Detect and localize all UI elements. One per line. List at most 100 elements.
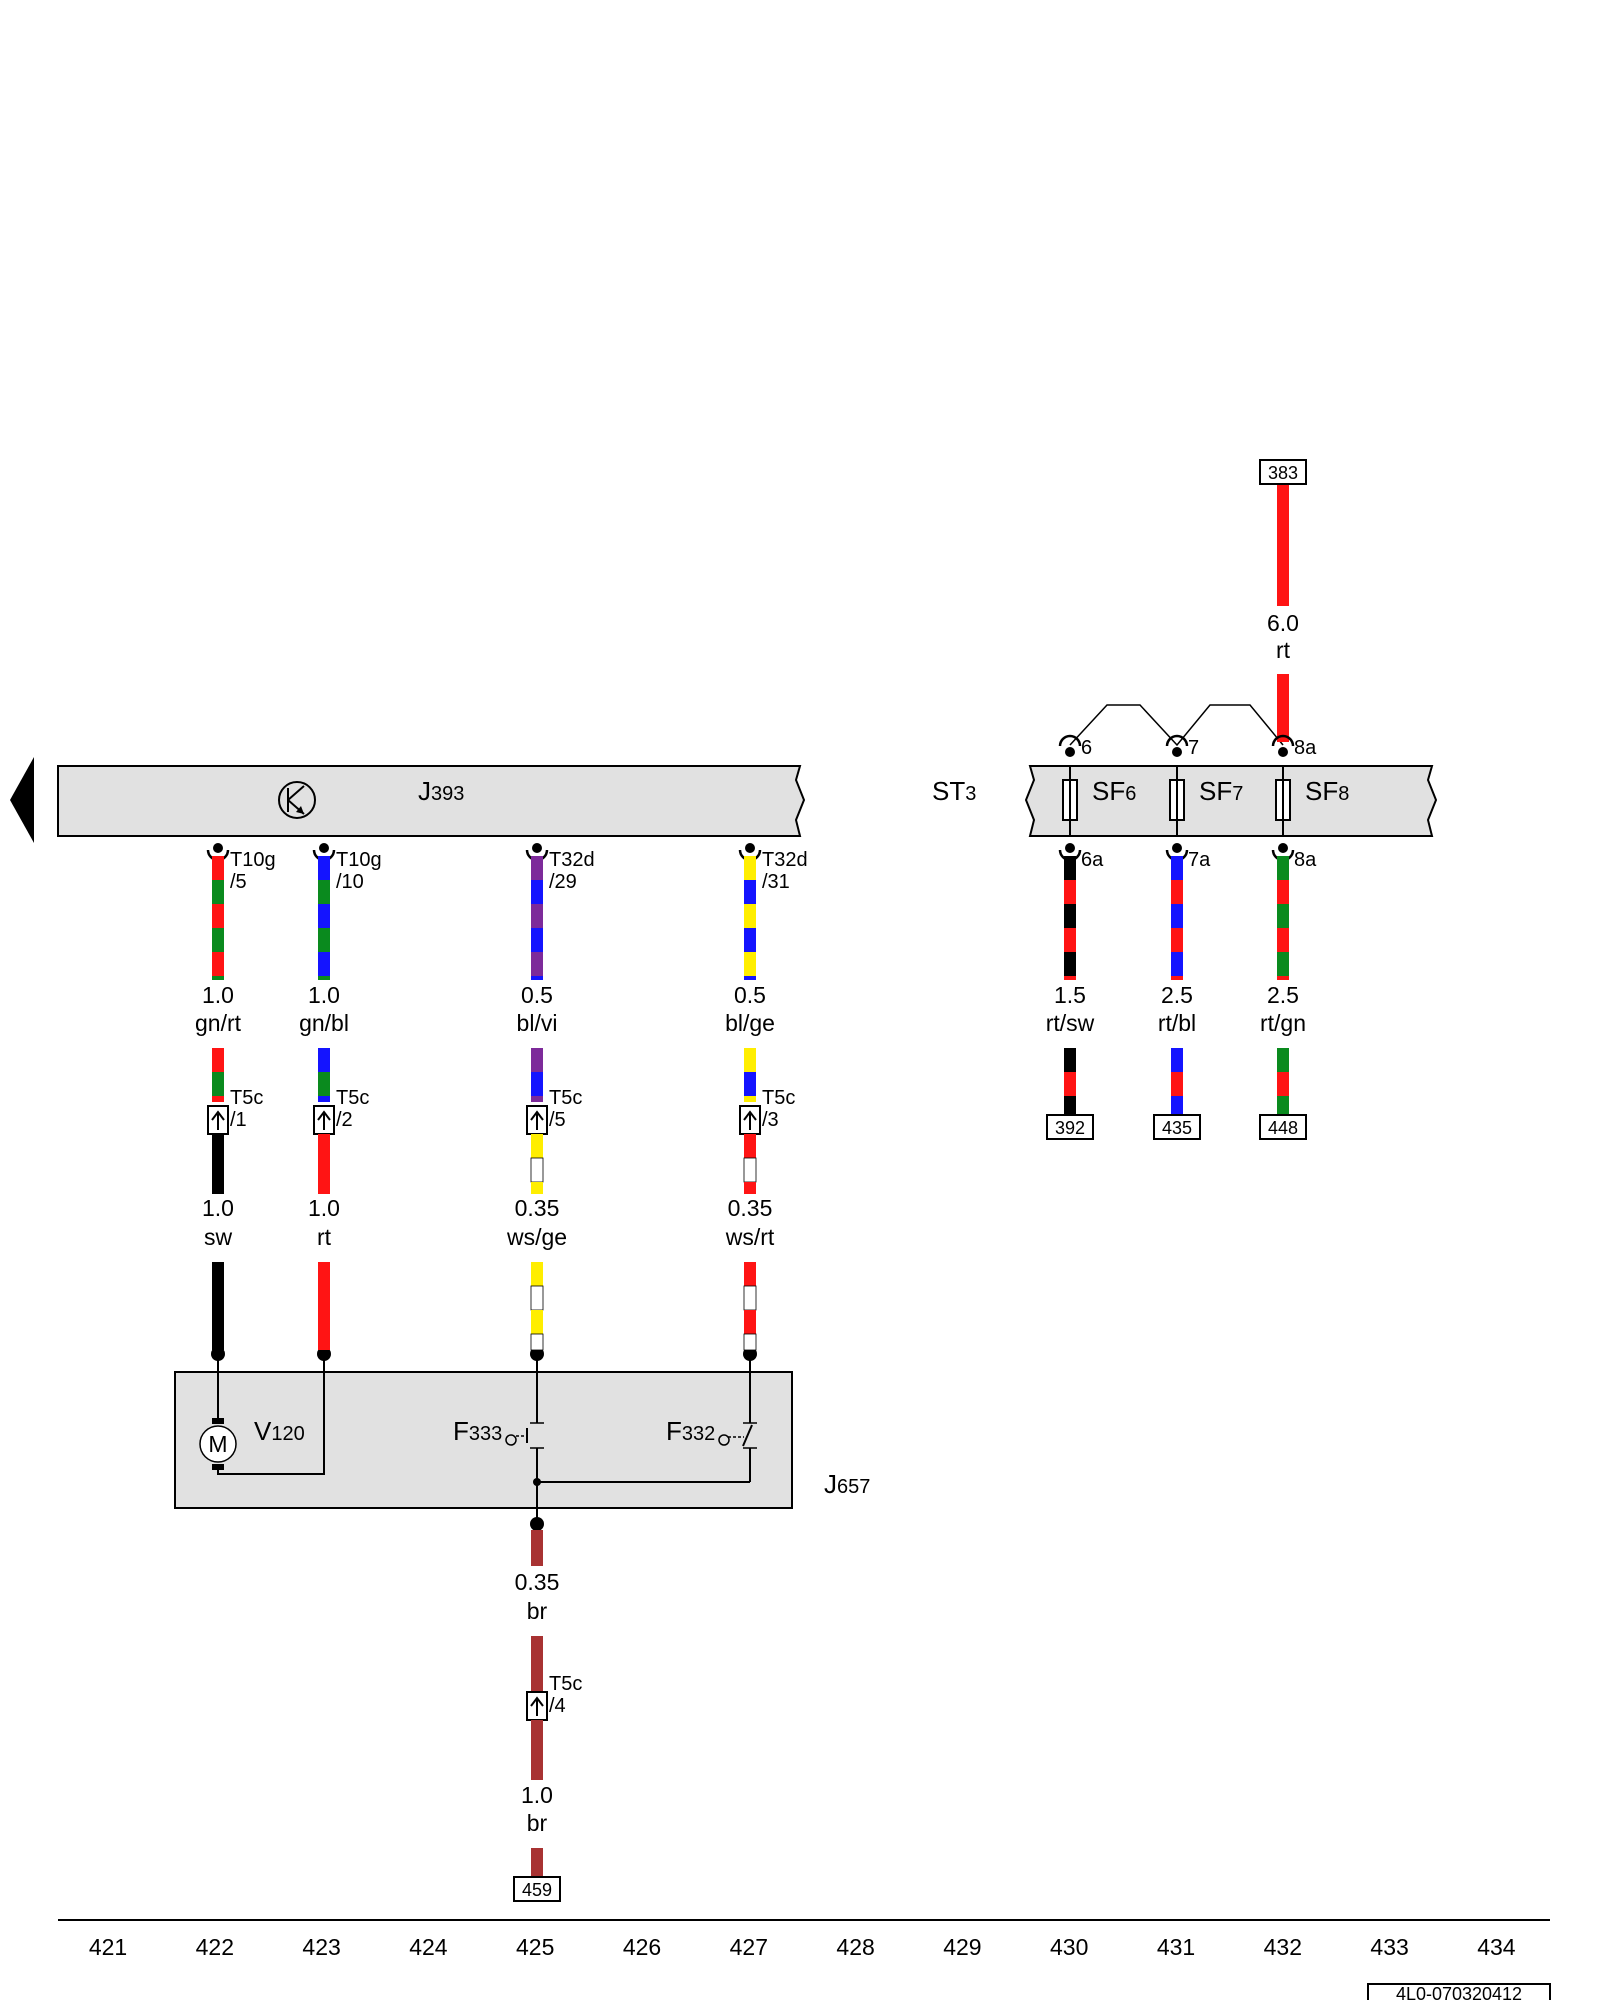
- sf8-label: SF8: [1305, 776, 1349, 806]
- ruler-label: 433: [1370, 1934, 1408, 1960]
- c422-mid-size: 1.0: [202, 1195, 234, 1221]
- c427-mid-color: ws/rt: [725, 1224, 775, 1250]
- c432-size: 2.5: [1267, 982, 1299, 1008]
- c425-t5c-connector: [526, 1105, 548, 1135]
- svg-text:392: 392: [1055, 1118, 1085, 1138]
- j393-bar: J393: [57, 765, 806, 837]
- c427-top-size: 0.5: [734, 982, 766, 1008]
- c427-mid-wire-b: [743, 1262, 757, 1351]
- ruler-label: 423: [302, 1934, 340, 1960]
- ruler-label: 432: [1264, 1934, 1302, 1960]
- c425-mid-size: 0.35: [515, 1195, 560, 1221]
- ruler-label: 426: [623, 1934, 661, 1960]
- c423-mid-conn: T5c: [336, 1087, 369, 1109]
- c423-mid-wire-b: [318, 1262, 330, 1350]
- doc-id-box: 4L0-070320412: [1367, 1983, 1551, 2000]
- c422-mid-wire-a: [212, 1134, 224, 1194]
- f332-label: F332: [666, 1416, 715, 1446]
- c432-feed-color: rt: [1276, 637, 1291, 663]
- c425-bot-wire-b: [531, 1848, 543, 1876]
- c430-color: rt/sw: [1046, 1010, 1095, 1036]
- transistor-icon: [278, 781, 316, 819]
- c422-t5c-connector: [207, 1105, 229, 1135]
- c432-feed-wire-b: [1277, 674, 1289, 742]
- continuation-arrow: [10, 757, 34, 843]
- c423-top-pin: /10: [336, 871, 364, 893]
- motor-label: M: [208, 1431, 227, 1457]
- st3-label: ST3: [932, 776, 976, 806]
- c425-bot-pin: /4: [549, 1695, 566, 1717]
- c422-top-pin: /5: [230, 871, 247, 893]
- c427-top-wire-b: [744, 1048, 756, 1102]
- j657-label: J657: [824, 1469, 870, 1499]
- c425-top-size: 0.5: [521, 982, 553, 1008]
- c422-mid-wire-b: [212, 1262, 224, 1350]
- c425-low-wire-b: [531, 1636, 543, 1700]
- ruler-label: 434: [1477, 1934, 1516, 1960]
- c425-mid-pin: /5: [549, 1109, 566, 1131]
- c422-top-conn: T10g: [230, 849, 276, 871]
- c423-top-wire-a: [318, 856, 330, 980]
- c431-wire-a: [1171, 856, 1183, 980]
- c422-top-wire-a: [212, 856, 224, 980]
- ref-383: 383: [1259, 459, 1307, 485]
- c430-wire-a: [1064, 856, 1076, 980]
- sf7-label: SF7: [1199, 776, 1243, 806]
- c427-mid-pin: /3: [762, 1109, 779, 1131]
- c422-mid-conn: T5c: [230, 1087, 263, 1109]
- c423-top-conn: T10g: [336, 849, 382, 871]
- c427-top-conn: T32d: [762, 849, 808, 871]
- c425-mid-wire-a: [530, 1134, 544, 1194]
- c430-wire-b: [1064, 1048, 1076, 1114]
- j393-label: J393: [418, 776, 464, 806]
- doc-id: 4L0-070320412: [1396, 1984, 1522, 2000]
- c425-top-wire-a: [531, 856, 543, 980]
- ref-448: 448: [1259, 1114, 1307, 1140]
- c425-top-conn: T32d: [549, 849, 595, 871]
- c423-mid-pin: /2: [336, 1109, 353, 1131]
- c431-pin-bot: 7a: [1188, 849, 1211, 871]
- c425-low-wire-a: [531, 1530, 543, 1566]
- c423-t5c-connector: [313, 1105, 335, 1135]
- c432-wire-b: [1277, 1048, 1289, 1114]
- c425-t5c4-connector: [526, 1691, 548, 1721]
- c432-wire-a: [1277, 856, 1289, 980]
- svg-text:383: 383: [1268, 463, 1298, 483]
- c422-top-color: gn/rt: [195, 1010, 242, 1036]
- c425-low-size: 0.35: [515, 1569, 560, 1595]
- c423-top-color: gn/bl: [299, 1010, 349, 1036]
- svg-text:435: 435: [1162, 1118, 1192, 1138]
- c425-bot-conn: T5c: [549, 1673, 582, 1695]
- f333-label: F333: [453, 1416, 502, 1446]
- c432-pin-bot: 8a: [1294, 849, 1317, 871]
- ruler-label: 427: [730, 1934, 768, 1960]
- c425-mid-wire-b: [530, 1262, 544, 1351]
- j657-box: J657 M V120 F333 F332: [174, 1356, 870, 1524]
- c427-top-color: bl/ge: [725, 1010, 775, 1036]
- c432-feed-size: 6.0: [1267, 610, 1299, 636]
- c427-mid-wire-a: [743, 1134, 757, 1194]
- sf6-label: SF6: [1092, 776, 1136, 806]
- c432-pin-top: 8a: [1294, 737, 1317, 759]
- c425-top-wire-b: [531, 1048, 543, 1102]
- c430-pin-top: 6: [1081, 737, 1092, 759]
- f332-switch-icon: [718, 1434, 730, 1446]
- c422-top-wire-b: [212, 1048, 224, 1102]
- ruler-label: 428: [836, 1934, 874, 1960]
- c427-mid-size: 0.35: [728, 1195, 773, 1221]
- c425-bot-size: 1.0: [521, 1782, 553, 1808]
- wires-layer: [206, 484, 1295, 1876]
- ref-392: 392: [1046, 1114, 1094, 1140]
- st3-bar: ST3 SF6 SF7 SF8: [932, 704, 1438, 837]
- ref-435: 435: [1153, 1114, 1201, 1140]
- ruler-label: 430: [1050, 1934, 1088, 1960]
- c431-pin-top: 7: [1188, 737, 1199, 759]
- c425-top-color: bl/vi: [517, 1010, 558, 1036]
- c432-feed-wire-a: [1277, 484, 1289, 606]
- c423-mid-size: 1.0: [308, 1195, 340, 1221]
- ruler-label: 421: [89, 1934, 127, 1960]
- c432-top-socket: [1271, 734, 1295, 757]
- c425-top-pin: /29: [549, 871, 577, 893]
